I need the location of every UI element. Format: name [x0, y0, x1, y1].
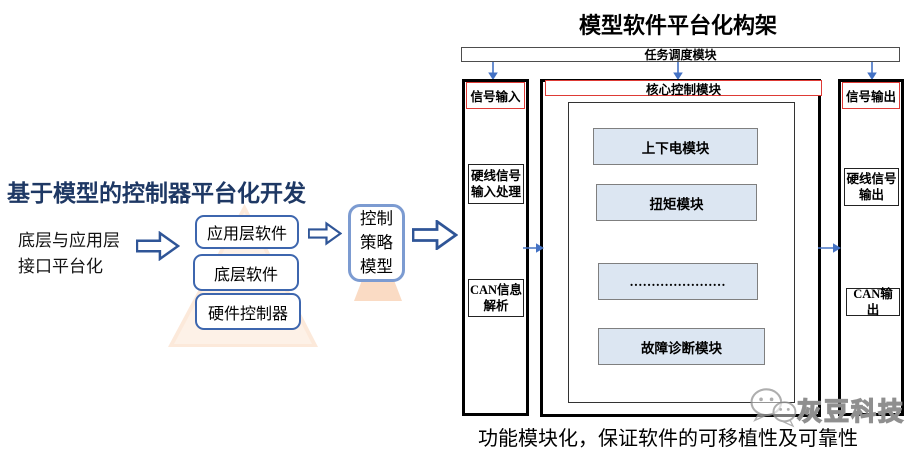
right-arrow-icon — [818, 243, 841, 253]
signal-input-column — [462, 79, 529, 416]
hardwire-input-line1: 硬线信号 — [470, 169, 521, 183]
flow-arrow-icon — [308, 221, 342, 246]
stack-box-hardware-controller: 硬件控制器 — [195, 293, 301, 330]
signal-output-header: 信号输出 — [842, 82, 900, 109]
task-scheduler-bar: 任务调度模块 — [461, 47, 900, 62]
module-ellipsis: ...................... — [598, 263, 758, 300]
can-parse-line1: CAN信息 — [469, 283, 523, 297]
core-control-header: 核心控制模块 — [545, 80, 822, 97]
module-torque: 扭矩模块 — [596, 184, 757, 221]
hardwire-input-line2: 输入处理 — [470, 185, 521, 199]
model-box-pedestal-shape — [354, 281, 402, 301]
can-parse-line2: 解析 — [483, 299, 509, 313]
flow-arrow-icon — [412, 220, 458, 250]
model-box-line1: 控制 — [360, 210, 393, 228]
stack-box-application-layer: 应用层软件 — [195, 215, 299, 249]
down-arrow-icon — [673, 62, 683, 80]
interface-note-line2: 接口平台化 — [18, 257, 103, 276]
interface-note-line1: 底层与应用层 — [18, 231, 120, 250]
can-parse-box: CAN信息 解析 — [468, 279, 524, 317]
left-section-title: 基于模型的控制器平台化开发 — [7, 180, 306, 206]
can-output-box: CAN输出 — [846, 287, 900, 317]
hardwire-input-box: 硬线信号 输入处理 — [468, 164, 524, 204]
interface-note: 底层与应用层 接口平台化 — [18, 228, 120, 280]
architecture-title: 模型软件平台化构架 — [578, 13, 777, 38]
hardwire-output-box: 硬线信号 输出 — [844, 168, 899, 206]
module-power-onoff: 上下电模块 — [593, 128, 758, 165]
hardwire-output-line2: 输出 — [858, 188, 884, 202]
signal-output-column — [838, 79, 904, 416]
module-fault-diagnosis: 故障诊断模块 — [598, 328, 765, 365]
down-arrow-icon — [867, 62, 877, 80]
down-arrow-icon — [488, 62, 498, 80]
hardwire-output-line1: 硬线信号 — [846, 172, 897, 186]
model-box-line3: 模型 — [360, 258, 393, 276]
stack-box-base-layer: 底层软件 — [193, 254, 299, 291]
bottom-caption: 功能模块化，保证软件的可移植性及可靠性 — [478, 428, 858, 450]
model-box-line2: 策略 — [360, 234, 393, 252]
control-strategy-model-box: 控制 策略 模型 — [348, 204, 405, 282]
wechat-bubbles-icon — [750, 388, 797, 428]
flow-arrow-icon — [136, 231, 180, 261]
right-arrow-icon — [523, 243, 544, 253]
watermark-brand: 灰豆科技 — [796, 397, 906, 426]
signal-input-header: 信号输入 — [466, 82, 525, 109]
